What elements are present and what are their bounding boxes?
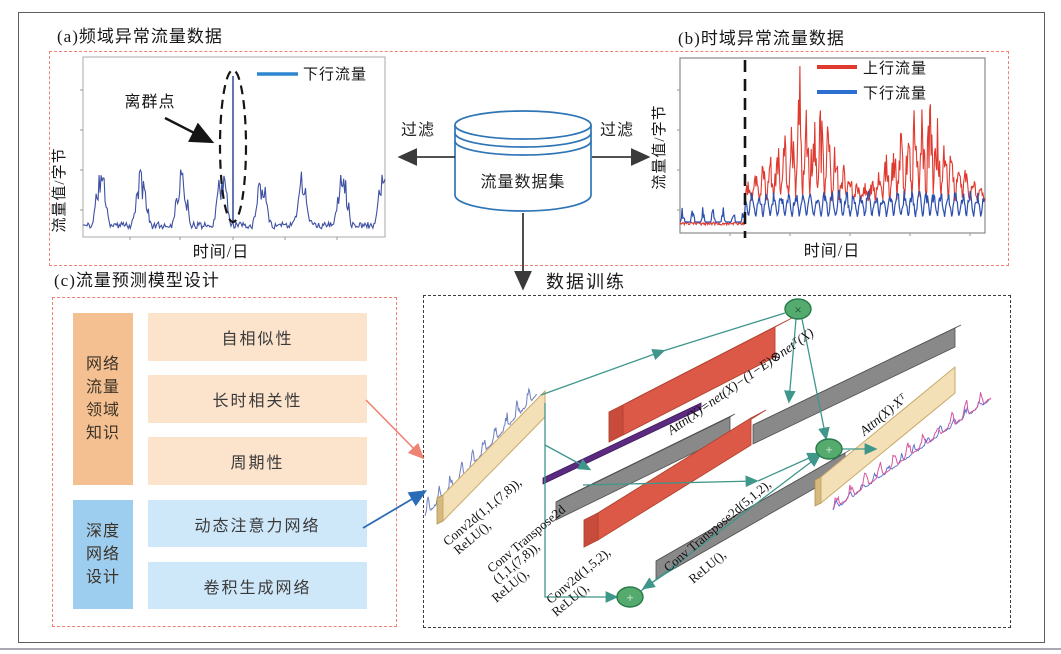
knowledge-arrow [365, 399, 425, 460]
output-slab [814, 365, 956, 507]
page-rule-line [0, 648, 1061, 650]
item-dynamic-attention-network: 动态注意力网络 [148, 500, 367, 547]
chart-a-plot-area [82, 56, 386, 238]
database-label: 流量数据集 [480, 173, 565, 191]
chart-b-ticks [677, 89, 971, 236]
top-region-dashed-box [49, 51, 1009, 266]
outlier-arrow [164, 116, 215, 144]
header-line: 知识 [85, 425, 120, 443]
flow-arrows [540, 312, 878, 603]
outlier-ellipse [218, 68, 248, 224]
header-line: 深度 [85, 522, 120, 540]
convt1-label: Conv Transpose2d [484, 501, 568, 575]
output-signal-wave-blue [832, 399, 990, 511]
domain-knowledge-header: 网络 流量 领域 知识 [73, 313, 133, 485]
chart-b-legend-label-down: 下行流量 [863, 85, 927, 102]
add-node-bottom: + [616, 586, 644, 608]
chart-b-ylabel: 流量值/字节 [651, 104, 668, 189]
training-dashed-box [423, 295, 1011, 628]
panel-c-title: (c)流量预测模型设计 [54, 271, 220, 290]
network-arrow [362, 490, 428, 529]
panel-b-title: (b)时域异常流量数据 [678, 29, 845, 48]
header-line: 设计 [85, 569, 120, 587]
header-line: 领域 [85, 402, 120, 419]
database-cylinder [454, 110, 592, 212]
chart-b: 上行流量 下行流量 流量值/字节 时间/日 [651, 57, 986, 260]
chart-a: 下行流量 离群点 流量值/字节 时间/日 [51, 56, 386, 261]
chart-a-legend-label: 下行流量 [303, 66, 367, 83]
item-long-term-correlation: 长时相关性 [148, 375, 367, 423]
svg-text:×: × [794, 302, 801, 317]
dataset-graphic: 流量数据集 过滤 过滤 [397, 110, 651, 291]
header-line: 网络 [85, 355, 120, 373]
svg-text:+: + [825, 442, 832, 457]
training-label: 数据训练 [546, 272, 626, 292]
header-line: 网络 [85, 545, 120, 563]
svg-text:+: + [626, 590, 633, 605]
deep-network-header: 深度 网络 设计 [73, 500, 133, 609]
header-line: 流量 [85, 378, 120, 396]
chart-b-uplink-series [679, 65, 986, 227]
chart-a-ylabel: 流量值/字节 [51, 147, 68, 232]
feature-slab-gray-top [752, 324, 962, 445]
chart-a-downlink-series [82, 168, 386, 231]
figure-frame [18, 12, 1045, 643]
conv-layer-red-1 [608, 317, 793, 443]
output-signal-wave-pink [832, 392, 992, 509]
model-design-dashed-box [52, 297, 397, 627]
item-periodicity: 周期性 [148, 437, 367, 485]
filter-right-label: 过滤 [600, 121, 634, 139]
chart-b-xlabel: 时间/日 [804, 242, 860, 260]
chart-b-legend-label-up: 上行流量 [863, 60, 927, 77]
network-architecture: × + + Conv2d(1,1,(7,8)), ReLU(), Conv Tr… [424, 298, 992, 619]
filter-left-label: 过滤 [401, 121, 435, 139]
outlier-annotation: 离群点 [124, 93, 175, 111]
multiply-node: × [784, 298, 812, 320]
item-self-similarity: 自相似性 [148, 313, 367, 361]
add-node-right: + [815, 438, 843, 460]
item-conv-generative-network: 卷积生成网络 [148, 562, 367, 609]
chart-b-downlink-series [679, 189, 986, 223]
conv-layer-red-2 [583, 409, 767, 548]
chart-a-ticks [80, 89, 338, 240]
panel-a-title: (a)频域异常流量数据 [57, 27, 223, 46]
chart-b-plot-area [679, 57, 986, 234]
c-to-training-arrows [362, 399, 428, 529]
chart-a-xlabel: 时间/日 [193, 243, 249, 261]
